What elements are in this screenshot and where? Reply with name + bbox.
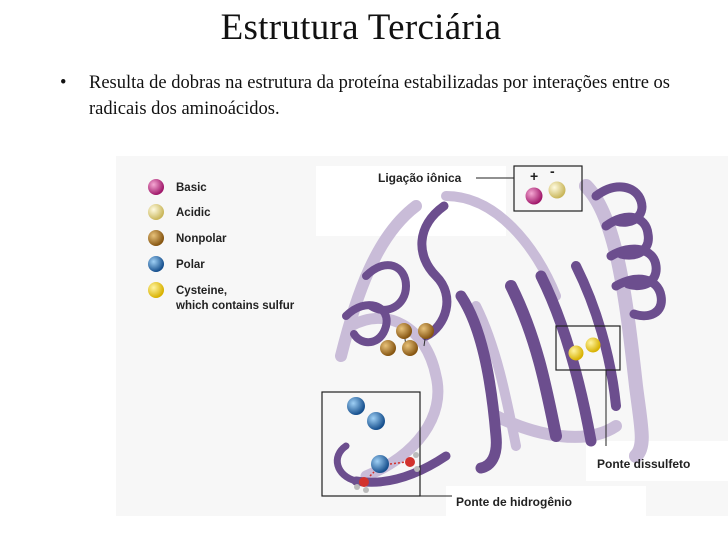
legend-polar-icon	[148, 256, 164, 272]
polar-residue-icon	[347, 397, 365, 415]
legend-basic-label: Basic	[176, 182, 207, 194]
hydrogen-bond-label: Ponte de hidrogênio	[456, 495, 572, 509]
bullet-marker: •	[60, 73, 67, 93]
nonpolar-residue-icon	[380, 340, 396, 356]
hydrogen-atom-icon	[413, 452, 419, 458]
cysteine-residue-icon	[585, 337, 601, 353]
slide-title: Estrutura Terciária	[220, 7, 502, 48]
legend-cysteine-icon	[148, 282, 164, 298]
oxygen-atom-icon	[359, 477, 369, 487]
bullet-point: • Resulta de dobras na estrutura da prot…	[60, 70, 700, 122]
hydrogen-atom-icon	[354, 484, 360, 490]
disulfide-bond-box	[555, 325, 621, 446]
legend-nonpolar-icon	[148, 230, 164, 246]
legend-cysteine-label: Cysteine,	[176, 285, 227, 297]
nonpolar-residue-icon	[418, 323, 434, 339]
nonpolar-cluster	[380, 323, 434, 356]
hydrogen-atom-icon	[363, 487, 369, 493]
legend-acidic-icon	[148, 204, 164, 220]
ionic-bond-label: Ligação iônica	[378, 171, 462, 185]
legend: Basic Acidic Nonpolar Polar Cysteine, wh…	[148, 179, 295, 312]
cysteine-residue-icon	[568, 345, 584, 361]
acidic-residue-icon	[548, 181, 566, 199]
protein-figure: Basic Acidic Nonpolar Polar Cysteine, wh…	[116, 156, 728, 516]
polar-residue-icon	[371, 455, 389, 473]
legend-basic-icon	[148, 179, 164, 195]
legend-polar-label: Polar	[176, 259, 205, 271]
hydrogen-atom-icon	[414, 466, 420, 472]
ionic-plus-label: +	[530, 168, 538, 184]
nonpolar-residue-icon	[402, 340, 418, 356]
legend-acidic-label: Acidic	[176, 207, 211, 219]
oxygen-atom-icon	[405, 457, 415, 467]
nonpolar-residue-icon	[396, 323, 412, 339]
legend-cysteine-label-line2: which contains sulfur	[175, 300, 295, 312]
legend-nonpolar-label: Nonpolar	[176, 233, 227, 245]
protein-ribbon-front	[333, 182, 666, 487]
bullet-text: Resulta de dobras na estrutura da proteí…	[89, 73, 670, 119]
ionic-bond-box: + -	[476, 163, 583, 212]
protein-diagram: Basic Acidic Nonpolar Polar Cysteine, wh…	[148, 163, 728, 516]
disulfide-bond-label: Ponte dissulfeto	[597, 457, 690, 471]
hydrogen-bond-box	[321, 391, 452, 497]
ionic-minus-label: -	[550, 163, 555, 179]
polar-residue-icon	[367, 412, 385, 430]
basic-residue-icon	[525, 187, 543, 205]
